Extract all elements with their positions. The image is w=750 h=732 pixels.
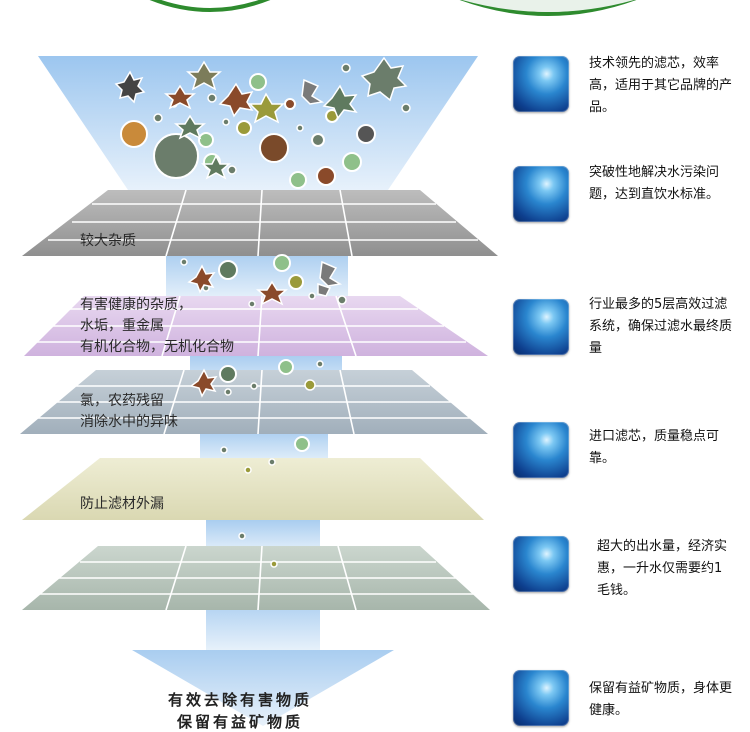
filter-layer-2 [24,295,488,357]
feature-5-icon [513,536,569,592]
feature-3-icon [513,299,569,355]
feature-4-text: 进口滤芯，质量稳点可靠。 [589,429,720,466]
feature-6-icon [513,670,569,726]
output-arrow [132,650,394,726]
feature-4-icon [513,422,569,478]
green-ring-right-fill [462,0,634,12]
green-ring-left [149,0,271,12]
bottom-caption-line-2: 保留有益矿物质 [176,713,303,731]
funnel-top [38,56,478,190]
feature-6-text: 保留有益矿物质，身体更健康。 [589,681,733,718]
layer-4-label: 防止滤材外漏 [80,496,164,512]
feature-3-text: 行业最多的5层高效过滤系统，确保过滤水最终质量 [589,297,733,356]
feature-5-text: 超大的出水量，经济实惠，一升水仅需要约1毛钱。 [597,539,728,598]
bottom-caption-line-1: 有效去除有害物质 [167,691,312,709]
layer-2-label: 有害健康的杂质， 水垢，重金属 有机化合物，无机化合物 [80,297,234,355]
feature-1-text: 技术领先的滤芯，效率高，适用于其它品牌的产品。 [589,56,733,115]
filter-layer-4 [22,458,484,520]
filter-layer-5 [22,545,490,611]
layer-1-label: 较大杂质 [80,233,136,249]
feature-1-icon [513,56,569,112]
filter-layer-1 [22,189,498,257]
impurity-particles [114,56,411,568]
layer-3-label: 氯，农药残留 消除水中的异味 [80,393,178,430]
feature-2-text: 突破性地解决水污染问题，达到直饮水标准。 [589,165,720,202]
feature-2-icon [513,166,569,222]
